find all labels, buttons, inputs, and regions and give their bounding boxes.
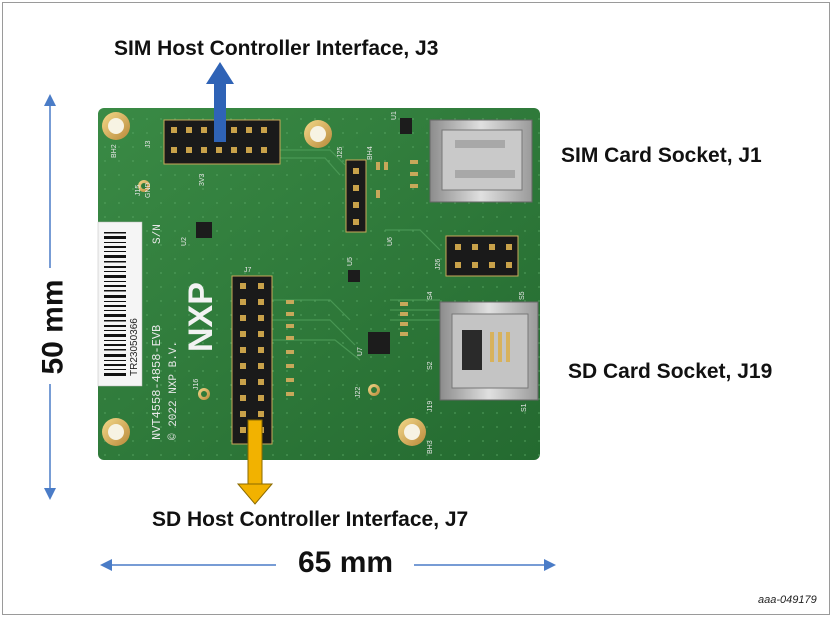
copyright-silkscreen: © 2022 NXP B.V. — [168, 341, 180, 440]
silk-j3: J3 — [145, 141, 152, 149]
test-point — [368, 384, 380, 396]
sim-card-socket-label: SIM Card Socket, J1 — [561, 144, 762, 167]
passive-components — [286, 160, 418, 396]
silk-bh4: BH4 — [367, 146, 374, 160]
silk-u1: U1 — [391, 111, 398, 120]
test-point — [138, 180, 150, 192]
mounting-hole — [398, 418, 426, 446]
sd-card-socket-label: SD Card Socket, J19 — [568, 360, 773, 383]
silk-u6: U6 — [387, 237, 394, 246]
silk-3v3: 3V3 — [199, 173, 206, 186]
mounting-hole — [102, 112, 130, 140]
silk-j25: J25 — [337, 147, 344, 158]
silk-j16: J16 — [193, 379, 200, 390]
sim-card-socket — [429, 119, 533, 203]
sd-host-interface-label: SD Host Controller Interface, J7 — [152, 508, 469, 531]
silk-u7: U7 — [357, 347, 364, 356]
figure-id: aaa-049179 — [758, 594, 817, 606]
j3-callout-arrow — [206, 62, 234, 142]
silk-s5: S5 — [519, 291, 526, 300]
sim-host-interface-label: SIM Host Controller Interface, J3 — [114, 37, 439, 60]
silk-bh3: BH3 — [427, 440, 434, 454]
j7-callout-arrow — [236, 419, 274, 505]
silk-s1: S1 — [521, 403, 528, 412]
sd-card-socket — [439, 301, 539, 401]
silk-s2: S2 — [427, 361, 434, 370]
silk-j19: J19 — [427, 401, 434, 412]
mounting-hole — [304, 120, 332, 148]
j7-header — [231, 275, 273, 445]
width-dimension-label: 65 mm — [298, 546, 394, 579]
j25-header — [345, 159, 367, 233]
ic-chip — [368, 332, 390, 354]
ic-chip — [400, 118, 412, 134]
serial-silkscreen: S/N — [152, 224, 164, 244]
barcode-text: TR23050366 — [129, 318, 140, 376]
nxp-logo: NXP — [182, 282, 220, 352]
width-dimension-line — [100, 559, 556, 571]
silk-u5: U5 — [347, 257, 354, 266]
ic-chip — [348, 270, 360, 282]
j26-header — [445, 235, 519, 277]
test-point — [198, 388, 210, 400]
silk-u2: U2 — [181, 237, 188, 246]
silk-gnd: GND — [145, 182, 152, 198]
ic-chip — [196, 222, 212, 238]
silk-j26: J26 — [435, 259, 442, 270]
height-dimension-label: 50 mm — [36, 279, 70, 375]
barcode-label: TR23050366 — [97, 221, 143, 387]
mounting-hole — [102, 418, 130, 446]
silk-s4: S4 — [427, 291, 434, 300]
silk-j15: J15 — [135, 185, 142, 196]
silk-j7: J7 — [244, 267, 252, 274]
silk-bh2: BH2 — [111, 144, 118, 158]
part-number-silkscreen: NVT4558-4858-EVB — [150, 325, 164, 440]
silk-j22: J22 — [355, 387, 362, 398]
height-dimension-line — [44, 94, 56, 500]
